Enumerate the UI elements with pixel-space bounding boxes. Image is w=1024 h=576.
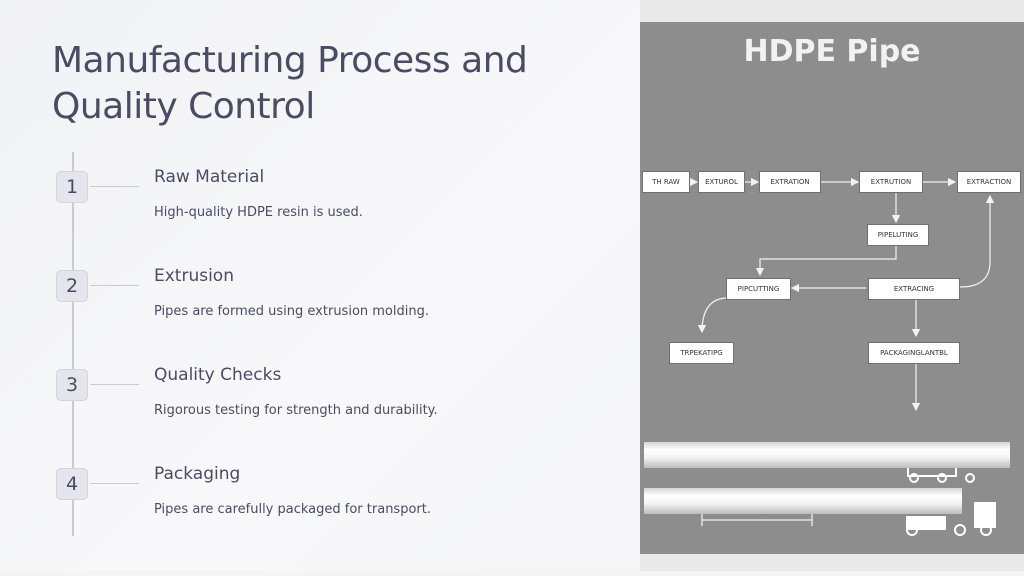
process-step-1: 1 Raw Material High-quality HDPE resin i… — [56, 167, 616, 251]
hdpe-pipe-lower — [644, 488, 962, 514]
process-step-3: 3 Quality Checks Rigorous testing for st… — [56, 365, 616, 449]
truck-icon — [907, 465, 975, 483]
flow-box-packaging: PACKAGINGLANTBL — [868, 342, 960, 364]
flow-box-pipelting: PIPELUTING — [867, 224, 929, 246]
step-connector — [90, 186, 139, 187]
step-number-badge: 1 — [56, 171, 88, 203]
step-title: Raw Material — [154, 167, 265, 187]
timeline-line — [72, 152, 74, 536]
truck-icon — [906, 502, 996, 536]
process-step-2: 2 Extrusion Pipes are formed using extru… — [56, 266, 616, 350]
flow-box-trpekatipg: TRPEKATIPG — [669, 342, 734, 364]
flow-box-extrution: EXTRUTION — [859, 171, 923, 193]
step-connector — [90, 384, 139, 385]
step-title: Extrusion — [154, 266, 234, 286]
step-connector — [90, 483, 139, 484]
step-connector — [90, 285, 139, 286]
process-step-4: 4 Packaging Pipes are carefully packaged… — [56, 464, 616, 548]
flow-box-exturol: EXTUROL — [698, 171, 745, 193]
hdpe-pipe-upper — [644, 442, 1010, 468]
flow-box-extration: EXTRATION — [759, 171, 821, 193]
bottom-edge-bar — [0, 571, 1024, 576]
flow-box-pipcutting: PIPCUTTING — [726, 278, 791, 300]
step-description: Pipes are formed using extrusion molding… — [154, 304, 429, 319]
step-description: Pipes are carefully packaged for transpo… — [154, 502, 431, 517]
step-description: High-quality HDPE resin is used. — [154, 205, 363, 220]
step-number-badge: 4 — [56, 468, 88, 500]
step-title: Packaging — [154, 464, 241, 484]
step-number-badge: 3 — [56, 369, 88, 401]
flow-box-extraction: EXTRACTION — [957, 171, 1021, 193]
hdpe-pipe-image-panel: HDPE Pipe — [640, 0, 1024, 576]
step-description: Rigorous testing for strength and durabi… — [154, 403, 438, 418]
flow-box-th-raw: TH RAW — [642, 171, 690, 193]
step-number-badge: 2 — [56, 270, 88, 302]
diagram-title: HDPE Pipe — [743, 34, 921, 69]
flow-box-extracing: EXTRACING — [868, 278, 960, 300]
flow-arrows — [689, 177, 996, 536]
page-title: Manufacturing Process and Quality Contro… — [52, 40, 528, 127]
step-title: Quality Checks — [154, 365, 282, 385]
process-flow-diagram: HDPE Pipe — [640, 22, 1024, 554]
